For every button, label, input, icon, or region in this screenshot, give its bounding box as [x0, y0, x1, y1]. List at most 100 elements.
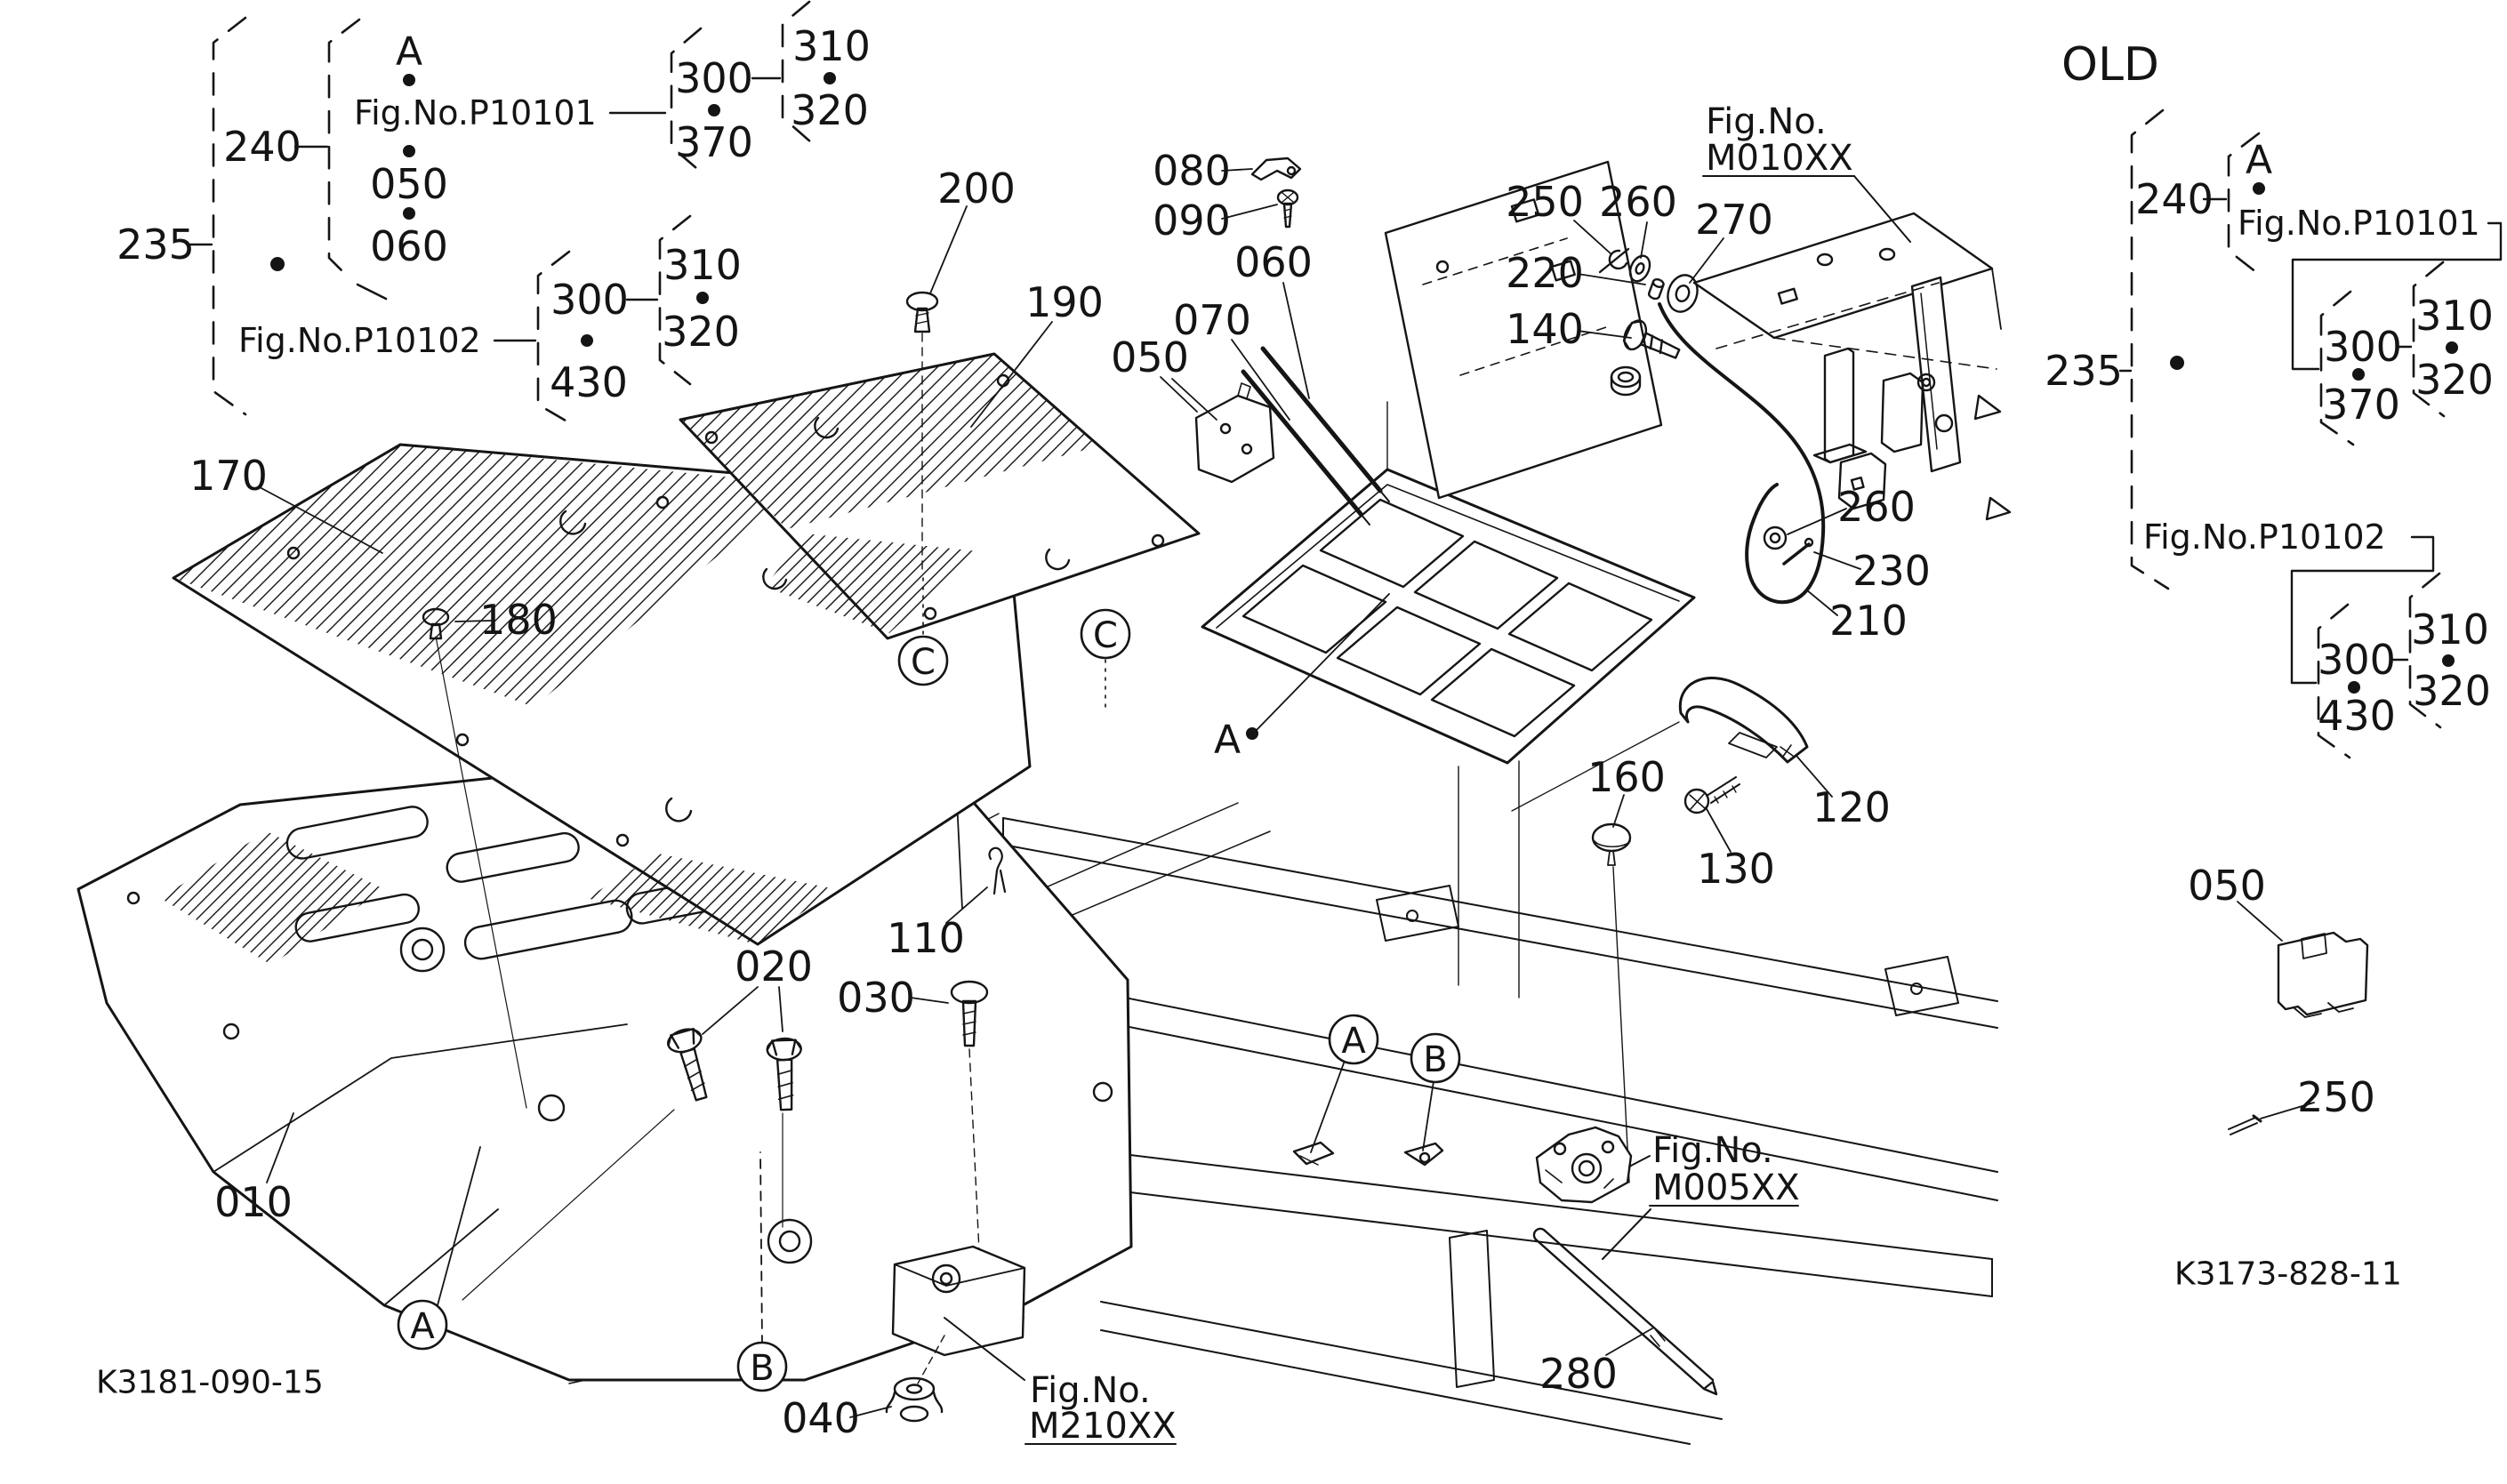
old-legend-320a: 320 [2415, 356, 2494, 404]
old-legend-title: OLD [2061, 38, 2159, 92]
clip-200-drawing [905, 291, 939, 333]
floor-panel-010-drawing [76, 770, 1133, 1382]
legend-left-060: 060 [370, 222, 448, 270]
figref-m005-line2: M005XX [1652, 1167, 1800, 1208]
legend-left-310b: 310 [663, 241, 742, 289]
circled-c-left-circle [897, 635, 949, 686]
point-a-marker: A [1214, 718, 1241, 763]
handle-120-drawing [1678, 677, 1809, 764]
circled-b-panel-circle [736, 1341, 788, 1392]
old-legend-300b: 300 [2318, 636, 2396, 684]
rod-280-drawing [1532, 1227, 1718, 1396]
circled-b-frame-circle [1410, 1032, 1461, 1084]
callout-140: 140 [1506, 305, 1584, 353]
legend-left-brackets [212, 0, 813, 429]
flange-nut-drawing [1610, 365, 1642, 397]
callout-070: 070 [1173, 296, 1251, 344]
callout-050: 050 [1111, 333, 1189, 381]
callout-230: 230 [1852, 547, 1931, 595]
old-legend-050: 050 [2188, 862, 2266, 910]
legend-dots [270, 72, 2458, 740]
pin-230-drawing [1782, 542, 1811, 566]
figref-m010-line2: M010XX [1706, 138, 1853, 179]
callout-020: 020 [735, 943, 813, 991]
callout-250: 250 [1506, 178, 1584, 226]
legend-left-fig-p10101: Fig.No.P10101 [354, 93, 597, 132]
snap-pin-250-drawing [1598, 247, 1630, 274]
cable-210-drawing [1658, 302, 1826, 605]
circled-a-panel: A [410, 1306, 435, 1347]
bolt-020a-dropline [462, 1109, 675, 1301]
rivet-030-drawing [950, 980, 989, 1047]
latch-part-a-drawing [1292, 1141, 1335, 1166]
old-legend-310b: 310 [2411, 606, 2489, 654]
old-legend-235: 235 [2045, 347, 2123, 395]
stud-220-drawing [1647, 277, 1665, 301]
old-legend-brackets [2130, 108, 2446, 759]
figref-m210-line1: Fig.No. [1030, 1370, 1151, 1411]
callout-260b: 260 [1837, 483, 1916, 531]
callout-130: 130 [1697, 845, 1775, 893]
washer-260b-drawing [1763, 525, 1788, 550]
callout-200: 200 [937, 164, 1016, 213]
m005xx-bracket-drawing [1535, 1126, 1633, 1204]
callout-060: 060 [1234, 238, 1313, 286]
legend-left-320b: 320 [662, 308, 740, 356]
callout-leaders [259, 168, 2315, 1418]
bolt-020a-drawing [667, 1027, 708, 1102]
circled-a-panel-circle [397, 1299, 448, 1351]
legend-left-320a: 320 [791, 86, 869, 134]
callout-210: 210 [1829, 597, 1908, 645]
clamp-080-drawing [1250, 156, 1302, 181]
bolt-140-drawing [1622, 319, 1681, 359]
pin-250-old-drawing [2228, 1114, 2262, 1135]
figref-m210-line2: M210XX [1029, 1406, 1177, 1447]
old-legend-240: 240 [2135, 175, 2214, 223]
circled-b-panel: B [750, 1348, 774, 1389]
bracket-050-drawing [1194, 382, 1275, 484]
back-panel-drawing [1384, 160, 1663, 500]
old-legend-250: 250 [2297, 1073, 2375, 1121]
legend-left-bracket-tail [356, 283, 388, 301]
callout-160: 160 [1587, 753, 1666, 801]
circled-b-frame: B [1423, 1039, 1447, 1080]
callout-190: 190 [1025, 278, 1104, 326]
grommet-270-drawing [1667, 274, 1699, 313]
figref-m010-line1: Fig.No. [1706, 101, 1827, 142]
washer-260-drawing [1628, 254, 1651, 283]
circled-c-left: C [911, 642, 936, 683]
callout-040: 040 [782, 1394, 860, 1442]
callout-180: 180 [479, 596, 558, 644]
figref-leaders [944, 175, 1911, 1445]
callout-030: 030 [837, 974, 915, 1022]
legend-left-fig-p10102: Fig.No.P10102 [238, 321, 481, 360]
callout-170: 170 [189, 452, 268, 500]
legend-left-310a: 310 [792, 22, 871, 70]
old-legend-430b: 430 [2318, 692, 2396, 740]
cotter-pin-110-drawing [988, 846, 1007, 895]
legend-left-050: 050 [370, 160, 448, 208]
rods-060-070-drawing [1241, 346, 1390, 525]
grommet-040-drawing [885, 1376, 944, 1423]
legend-left-235: 235 [117, 221, 195, 269]
old-legend-320b: 320 [2413, 667, 2491, 715]
old-legend-fig-p10101: Fig.No.P10101 [2238, 204, 2480, 243]
clip-part-b-drawing [1403, 1142, 1444, 1167]
box-bracket-040-drawing [891, 1245, 1026, 1384]
old-legend-370a: 370 [2322, 381, 2400, 429]
circled-a-frame-circle [1328, 1014, 1379, 1065]
tray-panel-drawing [1201, 468, 1696, 765]
drawing-code-right: K3173-828-11 [2174, 1256, 2402, 1293]
legend-left-430b: 430 [550, 358, 628, 406]
circled-c-right: C [1093, 615, 1118, 656]
callout-270: 270 [1695, 196, 1773, 244]
rivet-030-dropline [968, 1048, 981, 1271]
cover-050-old-drawing [2277, 931, 2369, 1018]
screw-090-drawing [1276, 189, 1299, 229]
legend-left-370a: 370 [675, 118, 753, 166]
hardware-cluster-drawing [1598, 247, 1699, 397]
old-legend-a: A [2246, 138, 2272, 183]
